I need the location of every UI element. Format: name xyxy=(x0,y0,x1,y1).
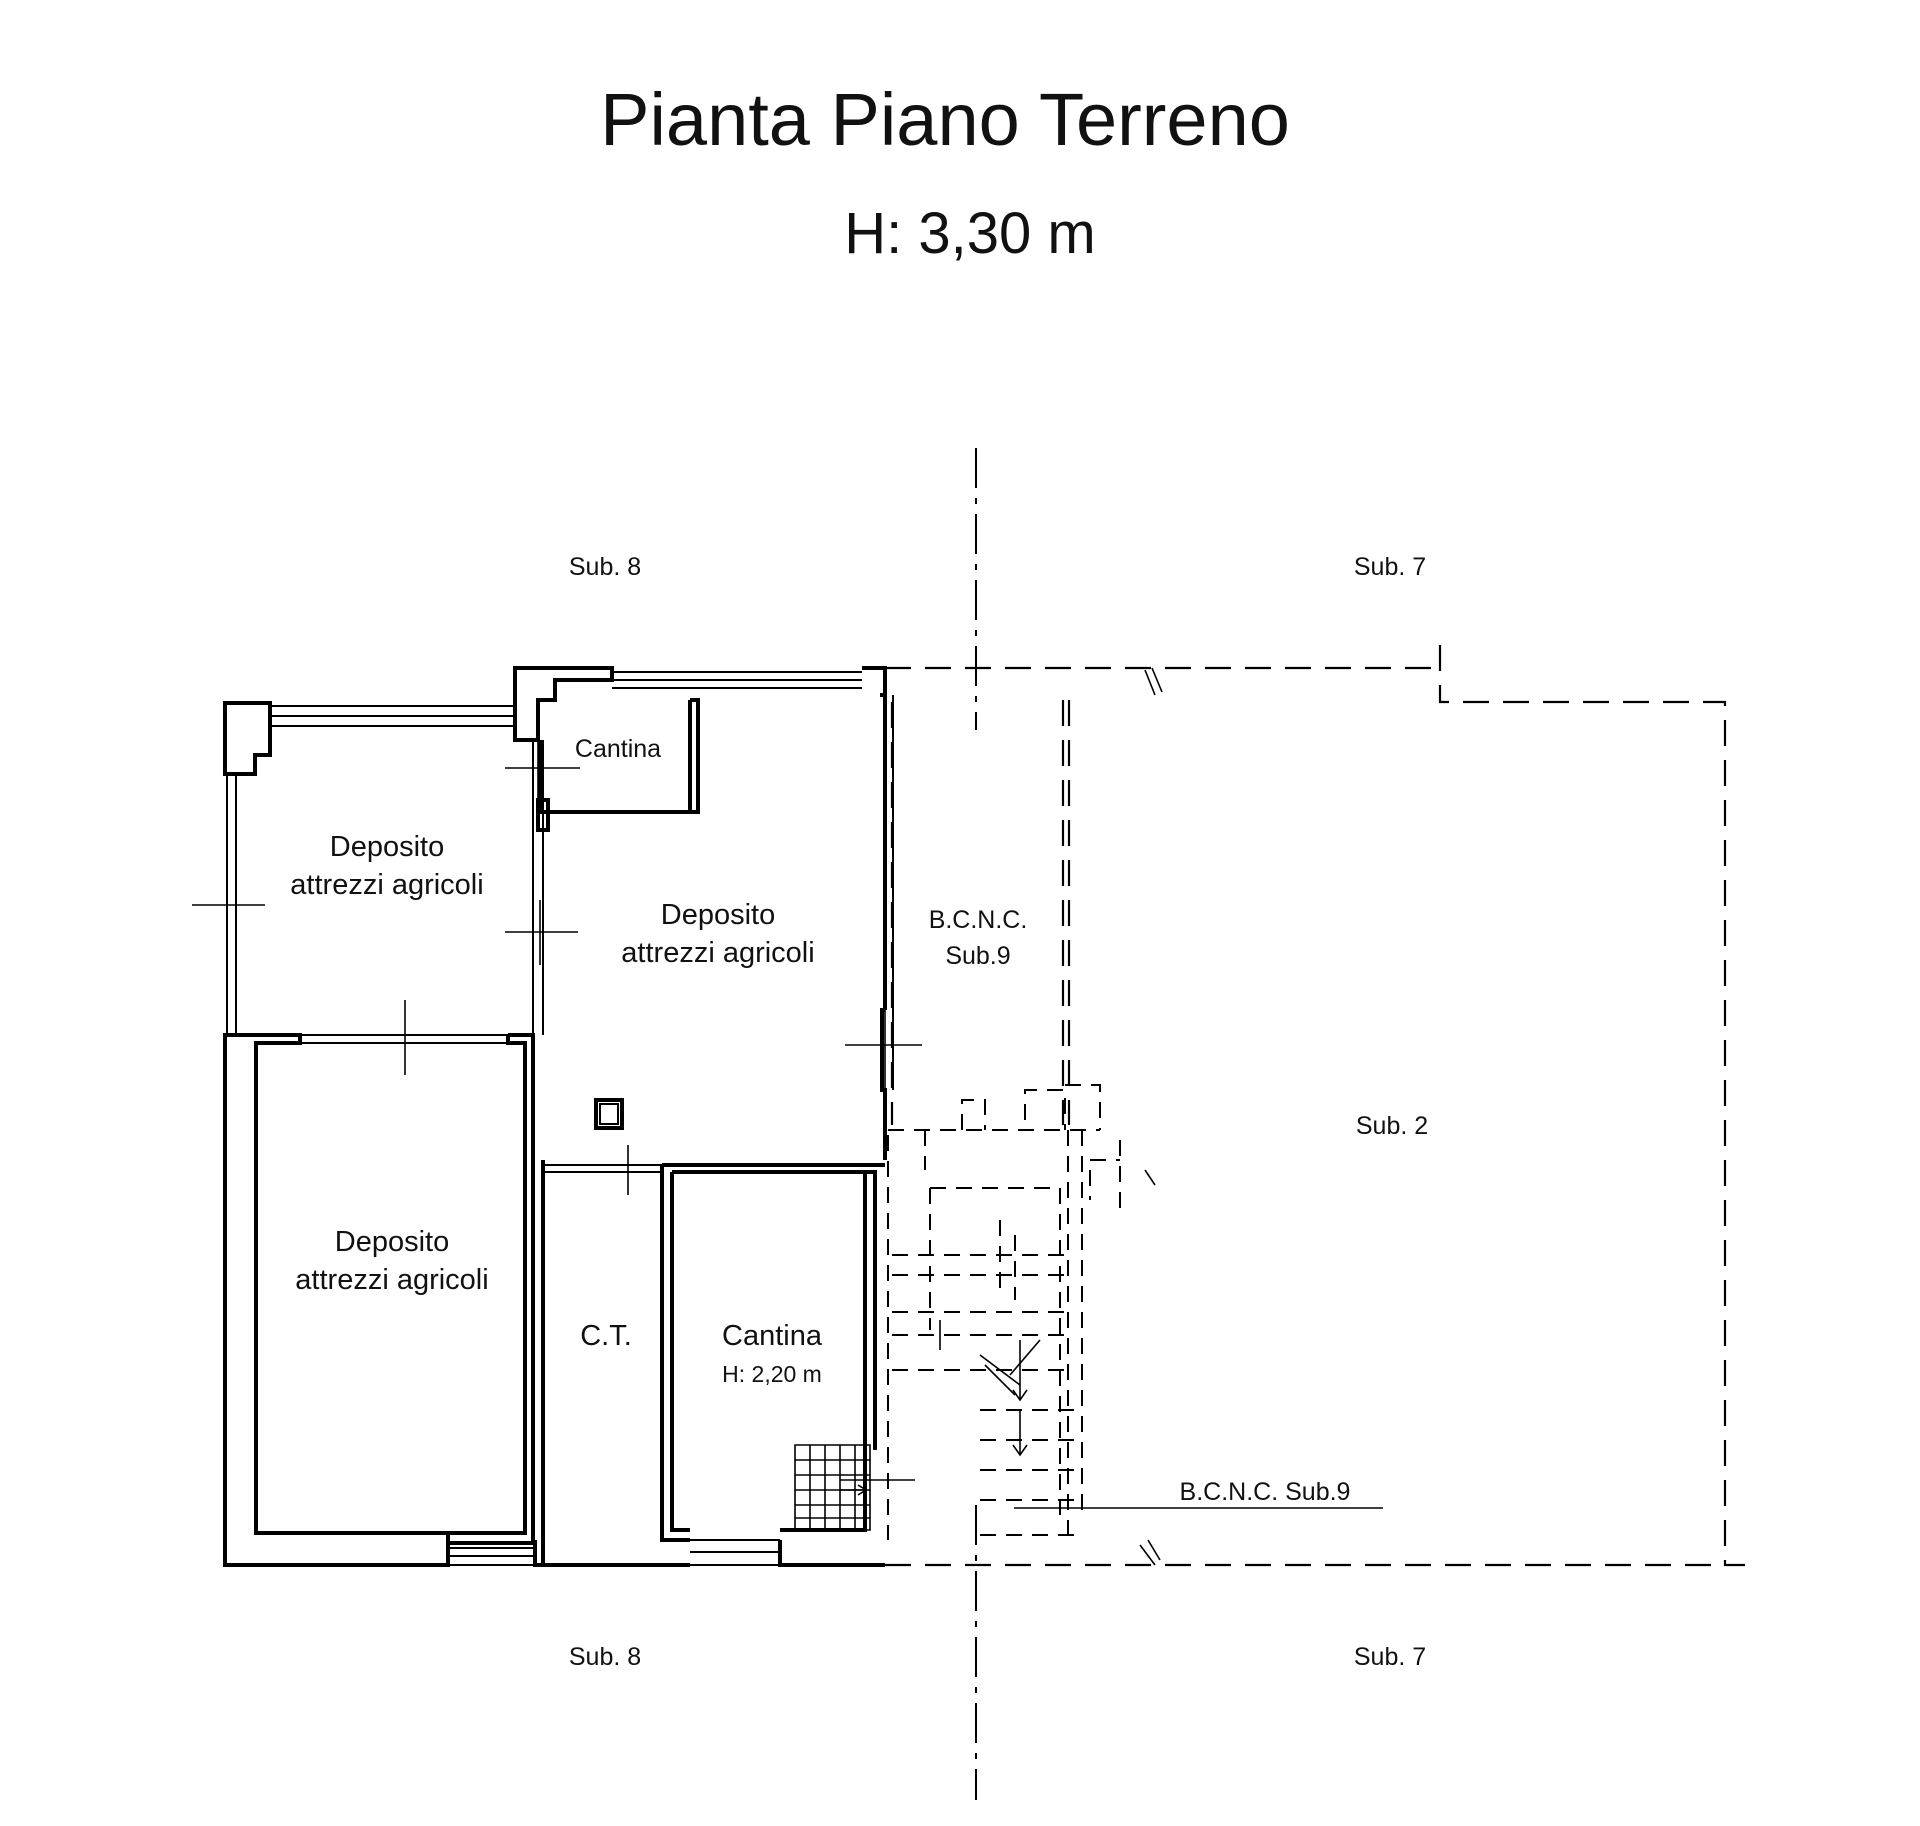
room-label-deposito-nw: Deposito xyxy=(330,831,444,863)
floor-height-label: H: 3,30 m xyxy=(844,201,1095,266)
common-area-callout: B.C.N.C. Sub.9 xyxy=(1180,1478,1351,1506)
room-label-ct: C.T. xyxy=(580,1320,632,1352)
room-label-deposito-sw: Deposito xyxy=(335,1226,449,1258)
unit-label-sub2: Sub. 2 xyxy=(1356,1112,1428,1140)
common-area-sub-label: Sub.9 xyxy=(945,942,1010,970)
room-label-cantina-south: Cantina xyxy=(722,1320,823,1352)
room-label-deposito-sw-sub: attrezzi agricoli xyxy=(295,1264,488,1296)
room-label-deposito-center-sub: attrezzi agricoli xyxy=(621,937,814,969)
neighbor-label-bottom-right: Sub. 7 xyxy=(1354,1643,1426,1671)
common-area-label: B.C.N.C. xyxy=(929,906,1028,934)
neighbor-label-top-right: Sub. 7 xyxy=(1354,553,1426,581)
door-markers xyxy=(192,735,922,1481)
room-label-cantina-small: Cantina xyxy=(575,735,661,763)
room-height-cantina-south: H: 2,20 m xyxy=(722,1361,822,1387)
neighbor-label-top-left: Sub. 8 xyxy=(569,553,641,581)
neighbor-label-bottom-left: Sub. 8 xyxy=(569,1643,641,1671)
plan-title: Pianta Piano Terreno xyxy=(600,78,1290,161)
dashed-boundaries xyxy=(885,645,1745,1567)
common-stair xyxy=(892,667,1163,1566)
building-walls xyxy=(223,666,894,1567)
room-label-deposito-center: Deposito xyxy=(661,899,775,931)
room-label-deposito-nw-sub: attrezzi agricoli xyxy=(290,869,483,901)
